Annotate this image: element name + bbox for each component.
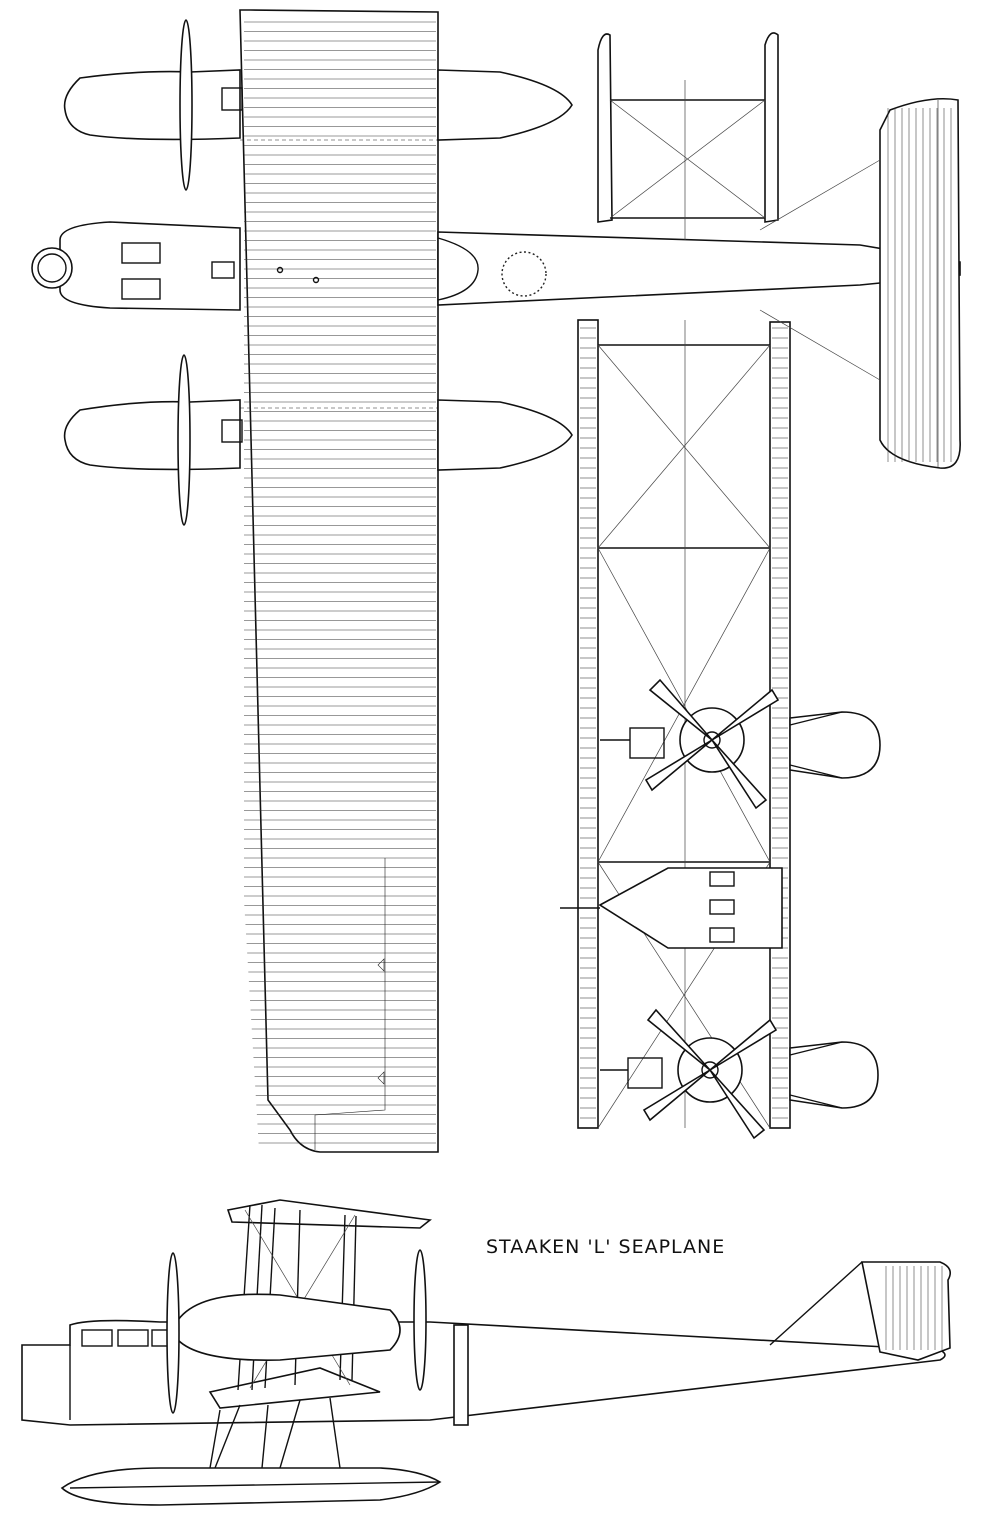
side-view-fuselage (21, 1319, 946, 1426)
plan-view-wing-ribs (244, 21, 436, 1144)
side-view-propeller-front (166, 1252, 180, 1414)
side-view-lower-wing (208, 1367, 381, 1409)
front-view-lower-wing-strut (577, 319, 599, 1129)
plan-view-propeller-bottom (177, 354, 191, 526)
plan-view (31, 9, 961, 1153)
side-view-fin-ribs (885, 1266, 943, 1350)
plan-view-nacelle-bottom (63, 399, 241, 471)
side-view-float (60, 1467, 442, 1506)
front-view-central-nacelle (560, 867, 783, 949)
plan-view-wing (239, 9, 439, 1153)
side-view-tail-fin (861, 1261, 951, 1361)
side-view-upper-wing (226, 1199, 432, 1229)
side-view (21, 1199, 951, 1506)
plan-view-upper-stub (597, 33, 613, 223)
front-view-engine-lower (600, 1008, 879, 1140)
plan-view-aileron (314, 858, 386, 1150)
plan-view-tailplane-ribs (887, 108, 952, 462)
side-view-propeller-rear (413, 1249, 427, 1391)
front-view-upper-wing-strut (769, 321, 791, 1129)
plan-view-propeller-top (179, 19, 193, 191)
front-view (560, 159, 881, 1140)
drawing-title: STAAKEN 'L' SEAPLANE (486, 1236, 726, 1258)
rear-gunner-ring (501, 251, 547, 297)
front-view-wing-ribs (580, 327, 788, 1119)
front-view-engine-upper (600, 678, 881, 810)
plan-view-fuselage (59, 221, 241, 311)
plan-view-nacelle-top (63, 69, 241, 141)
plan-view-tailplane (879, 97, 961, 469)
